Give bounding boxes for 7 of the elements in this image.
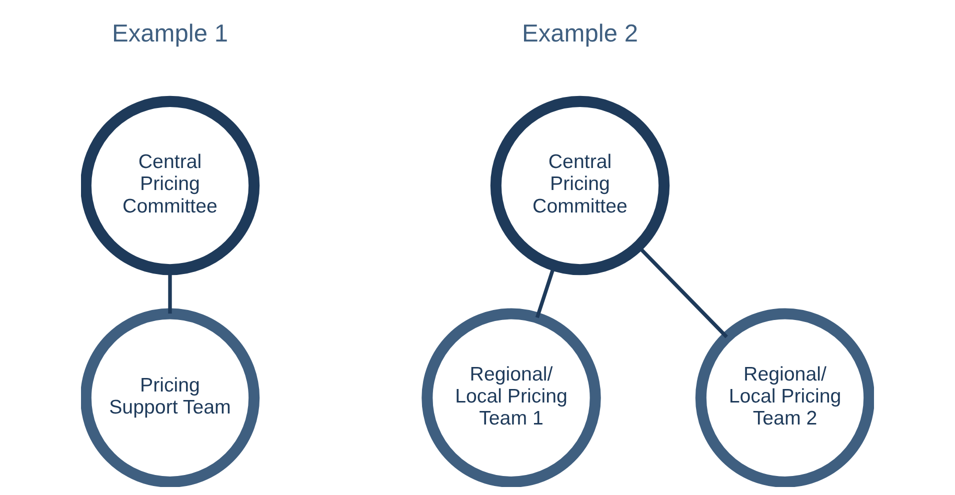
node-circle: Regional/ Local Pricing Team 2 xyxy=(695,308,874,487)
node-circle: Central Pricing Committee xyxy=(81,96,260,276)
node-circle: Regional/ Local Pricing Team 1 xyxy=(422,308,601,487)
label: Example 1 xyxy=(112,20,228,48)
node-circle: Pricing Support Team xyxy=(81,308,260,487)
label: Example 2 xyxy=(522,20,638,48)
node-circle: Central Pricing Committee xyxy=(490,96,670,276)
